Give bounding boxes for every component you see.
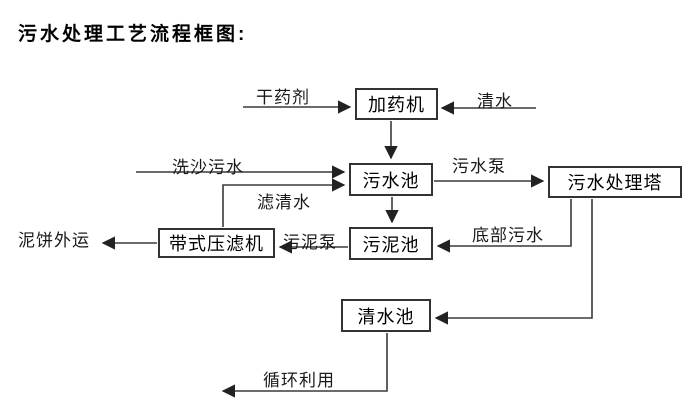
label-bottom-sewage: 底部污水: [472, 226, 544, 245]
label-sewage-pump: 污水泵: [452, 157, 506, 176]
label-sand-washing-sewage: 洗沙污水: [172, 158, 244, 177]
node-sewage-treatment-tower: 污水处理塔: [548, 166, 682, 198]
node-belt-filter-press: 带式压滤机: [158, 228, 275, 258]
node-sludge-pool: 污泥池: [349, 227, 433, 260]
label-filtered-water: 滤清水: [257, 193, 311, 212]
label-clean-water: 清水: [477, 92, 513, 111]
page-title: 污水处理工艺流程框图:: [18, 24, 248, 45]
label-dry-chemical: 干药剂: [256, 88, 310, 107]
node-sewage-pool: 污水池: [349, 163, 433, 196]
arrow-filtered-water: [222, 178, 346, 227]
arrow-recycle-use: [221, 333, 388, 398]
label-recycle-use: 循环利用: [263, 371, 335, 390]
arrow-bottom-sewage: [436, 199, 572, 253]
arrow-tower-to-clean: [434, 199, 593, 325]
label-sludge-pump: 污泥泵: [283, 233, 337, 252]
label-mud-cake-out: 泥饼外运: [18, 231, 90, 250]
node-dosing-machine: 加药机: [355, 88, 438, 120]
node-clean-water-pool: 清水池: [341, 299, 431, 332]
